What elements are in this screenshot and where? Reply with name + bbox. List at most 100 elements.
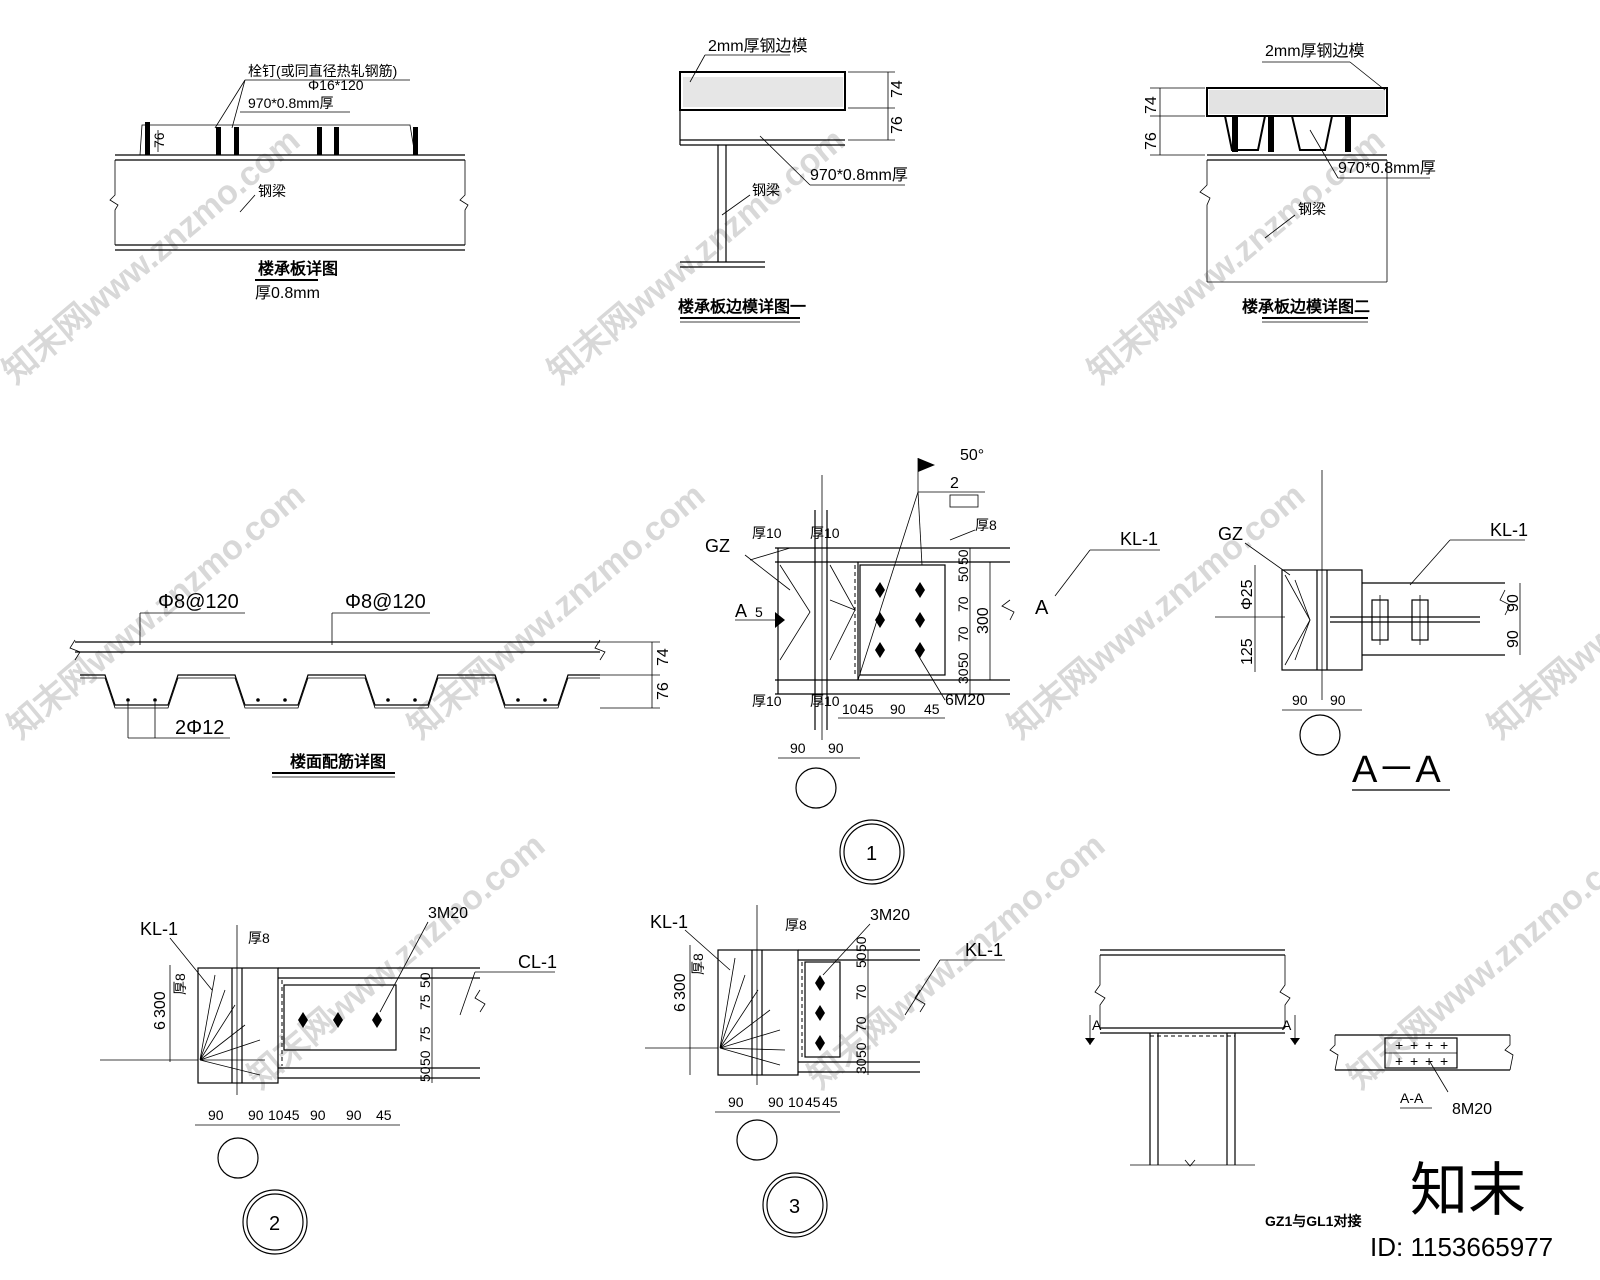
edge2-title: 楼承板边模详图二 (1242, 297, 1370, 316)
top-bar-left: Φ8@120 (158, 591, 239, 613)
dim-76: 76 (151, 132, 167, 148)
kl-label: KL-1 (1490, 520, 1528, 540)
brand-id: ID: 1153665977 (1370, 1232, 1553, 1262)
dim-r: 90 (1505, 594, 1522, 612)
weld: 6 (152, 1021, 169, 1030)
stud-spec: Φ16*120 (308, 77, 364, 93)
watermark: 知末网www.znzmo.com (541, 121, 852, 391)
dim-v: 50 (955, 652, 971, 668)
dim-76: 76 (1143, 132, 1160, 150)
watermark: 知末网www.znzmo.com (1341, 826, 1600, 1096)
detail-number: 2 (269, 1213, 280, 1235)
deck-subtitle: 厚0.8mm (255, 285, 320, 302)
bolts-label: 6M20 (945, 692, 985, 709)
weld-angle: 300 (672, 973, 689, 1000)
dim-v: 50 (853, 936, 869, 952)
mark-a-left: A (1092, 1017, 1102, 1033)
bolt-group (298, 1012, 382, 1028)
bolt-group: ++ ++ ++ ++ (1395, 1037, 1448, 1069)
svg-text:+: + (1395, 1037, 1403, 1053)
gz-label: GZ (705, 536, 730, 556)
connection-detail-3: KL-1 厚8 厚8 6 300 3M20 KL-1 50 50 70 70 5… (645, 905, 1005, 1238)
dim-v: 30 (955, 668, 971, 684)
plate8: 厚8 (975, 517, 997, 533)
connection-detail-1: 2 50° 厚10 厚10 厚10 厚10 厚8 GZ A 5 A KL-1 6… (705, 447, 1160, 885)
dim-h: 90 (728, 1094, 744, 1110)
dim-v: 50 (955, 566, 971, 582)
dim-v: 75 (417, 994, 433, 1010)
edge-form-label: 2mm厚钢边模 (708, 37, 808, 55)
plate-tr: 厚10 (810, 525, 840, 541)
deck-title: 楼承板详图 (258, 259, 338, 278)
bolts-label: 3M20 (428, 905, 468, 922)
detail-number: 3 (789, 1196, 800, 1218)
beam-label: 钢梁 (258, 183, 286, 199)
dim-h: 90 (310, 1107, 326, 1123)
dim-h: 90 (248, 1107, 264, 1123)
splice-detail: A A ++ ++ ++ ++ A-A 8M20 GZ1与GL1对接 (1085, 949, 1514, 1229)
dim-v: 70 (853, 984, 869, 1000)
svg-text:+: + (1395, 1053, 1403, 1069)
bottom-bar: 2Φ12 (175, 717, 224, 739)
dim-v: 50 (417, 1066, 433, 1082)
dim-h: 10 (268, 1107, 284, 1123)
dim-v: 50 (853, 952, 869, 968)
dim-h: 10 (842, 701, 858, 717)
dim-h: 45 (822, 1094, 838, 1110)
dim-h: 45 (805, 1094, 821, 1110)
dim-h: 10 (788, 1094, 804, 1110)
dim-v: 50 (417, 972, 433, 988)
bolt-pair (1371, 595, 1429, 645)
dim-h: 90 (346, 1107, 362, 1123)
top-bar-right: Φ8@120 (345, 591, 426, 613)
dim-74: 74 (1143, 96, 1160, 114)
deck-spec: 970*0.8mm厚 (248, 95, 334, 111)
plate-tl: 厚10 (752, 525, 782, 541)
dim-bottom: 90 (790, 740, 806, 756)
brand-block: 知末 ID: 1153665977 (1370, 1158, 1553, 1262)
edge-form-label: 2mm厚钢边模 (1265, 42, 1365, 60)
beam-label: 钢梁 (1298, 201, 1326, 217)
kl-right: KL-1 (965, 940, 1003, 960)
edge1-title: 楼承板边模详图一 (678, 297, 806, 316)
watermark: 知末网www.znzmo.com (801, 826, 1112, 1096)
bolt-group (815, 975, 825, 1051)
kl-label: KL-1 (1120, 529, 1158, 549)
bolts-label: 8M20 (1452, 1101, 1492, 1118)
splice-title: GZ1与GL1对接 (1265, 1213, 1361, 1229)
plate-bl: 厚10 (752, 693, 782, 709)
edge-form-detail-1: 2mm厚钢边模 970*0.8mm厚 钢梁 74 76 楼承板边模详图一 (678, 37, 908, 323)
weld: 6 (672, 1003, 689, 1012)
dim-r: 90 (1505, 630, 1522, 648)
mark-a-right: A (1282, 1017, 1292, 1033)
section-title: A－A (1352, 749, 1441, 791)
weld-angle: 300 (152, 991, 169, 1018)
beam-label: 钢梁 (752, 182, 780, 198)
weld-mark: 5 (755, 604, 763, 620)
dim-v: 70 (955, 596, 971, 612)
floor-rebar-detail: Φ8@120 Φ8@120 2Φ12 74 76 楼面配筋详图 (69, 591, 672, 778)
dim-74: 74 (889, 80, 906, 98)
kl-left: KL-1 (650, 912, 688, 932)
dim-h: 90 (208, 1107, 224, 1123)
svg-text:+: + (1410, 1037, 1418, 1053)
deck-spec: 970*0.8mm厚 (1338, 160, 1436, 177)
watermark: 知末网www.znzmo.com (241, 826, 552, 1096)
dim-v: 70 (955, 626, 971, 642)
dim-76: 76 (655, 682, 672, 700)
dim-h: 45 (376, 1107, 392, 1123)
dim-bottom: 90 (1292, 692, 1308, 708)
dim-v: 125 (1239, 638, 1256, 665)
dim-h: 90 (890, 701, 906, 717)
svg-text:+: + (1410, 1053, 1418, 1069)
dim-v: 30 (853, 1058, 869, 1074)
dim-v: 50 (955, 549, 971, 565)
dim-v: 70 (853, 1016, 869, 1032)
stud-label: 栓钉(或同直径热轧钢筋) (248, 63, 397, 79)
detail-number: 1 (866, 843, 877, 865)
dim-74: 74 (655, 648, 672, 666)
plate8-top: 厚8 (785, 917, 807, 933)
edge-form-detail-2: 2mm厚钢边模 970*0.8mm厚 钢梁 74 76 楼承板边模详图二 (1143, 42, 1436, 323)
plate8-top: 厚8 (248, 930, 270, 946)
